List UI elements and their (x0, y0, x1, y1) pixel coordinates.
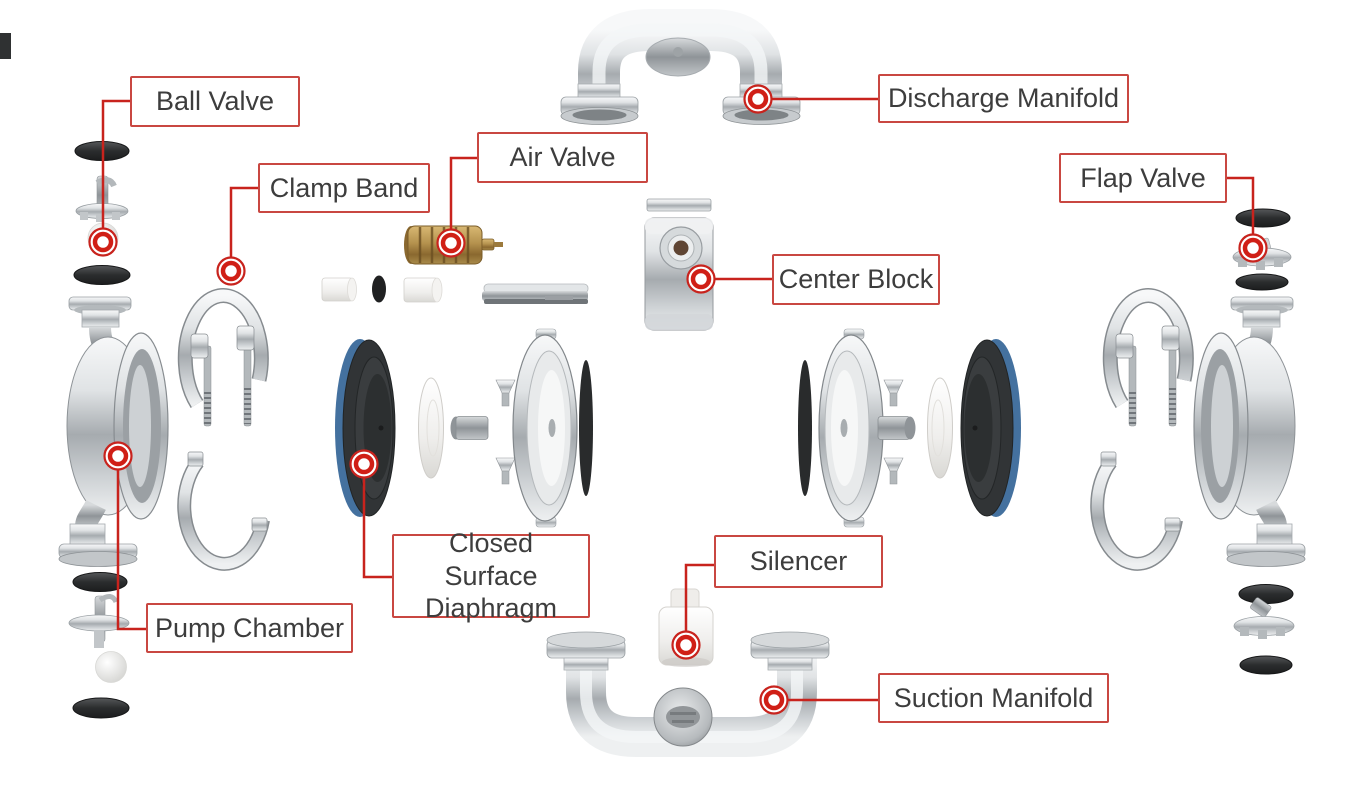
o-ring (1235, 273, 1289, 291)
flap-valve-stack-bottom-right (1233, 584, 1295, 675)
label-suction-manifold: Suction Manifold (878, 673, 1109, 723)
o-ring (1239, 655, 1293, 675)
marker-flap-valve (1238, 233, 1268, 263)
back-diaphragm-right (798, 360, 812, 496)
leader-air-valve (449, 156, 477, 229)
o-ring (1238, 584, 1294, 604)
clamp-band-lower-left (177, 451, 270, 571)
label-silencer: Silencer (714, 535, 883, 588)
valve-ball (95, 651, 127, 683)
o-ring (72, 572, 128, 592)
leader-lines (101, 97, 1255, 702)
leader-pump-chamber (116, 470, 146, 631)
air-valve-slide-plate (482, 283, 589, 304)
marker-pump-chamber (103, 441, 133, 471)
o-ring (73, 265, 131, 285)
edge-artifact (0, 33, 11, 59)
label-clamp-band: Clamp Band (258, 163, 430, 213)
closed-surface-diaphragm-right-part (960, 339, 1021, 517)
label-pump-chamber: Pump Chamber (146, 603, 353, 653)
diaphragm-screws-right (883, 379, 904, 485)
leader-clamp-band (229, 186, 258, 257)
pump-chamber-left-part (58, 296, 169, 567)
marker-closed-surface-diaphragm (349, 449, 379, 479)
discharge-manifold-part (560, 8, 801, 125)
marker-air-valve (436, 228, 466, 258)
air-chamber-cover-right (818, 328, 884, 528)
label-closed-surface-diaphragm: Closed Surface Diaphragm (392, 528, 590, 623)
o-ring (1235, 208, 1291, 228)
leader-silencer (684, 563, 714, 631)
o-ring (72, 697, 130, 719)
part-markers (88, 84, 1268, 715)
piston-right (877, 416, 916, 440)
leader-flap-valve (1227, 176, 1255, 234)
label-flap-valve: Flap Valve (1059, 153, 1227, 203)
label-discharge-manifold: Discharge Manifold (878, 74, 1129, 123)
suction-manifold-part (546, 631, 830, 757)
label-ball-valve: Ball Valve (130, 76, 300, 127)
marker-suction-manifold (759, 685, 789, 715)
air-valve-small-parts (321, 275, 589, 304)
clamp-band-lower-right (1097, 452, 1180, 564)
air-chamber-cover-left (512, 328, 578, 528)
marker-clamp-band (216, 256, 246, 286)
marker-ball-valve (88, 227, 118, 257)
center-block-part (644, 198, 714, 331)
diaphragm-plate-left (418, 377, 444, 479)
marker-discharge-manifold (743, 84, 773, 114)
diaphragm-screws-left (495, 379, 516, 485)
back-diaphragm-left (579, 360, 593, 496)
ball-valve-stack-bottom-left (68, 572, 130, 719)
clamp-band-upper-right (1110, 295, 1186, 426)
marker-silencer (671, 630, 701, 660)
marker-center-block (686, 264, 716, 294)
clamp-band-upper-left (177, 288, 269, 427)
label-center-block: Center Block (772, 254, 940, 305)
diaphragm-plate-right (927, 377, 953, 479)
pump-chamber-right-part (1193, 296, 1306, 567)
leader-closed-surface-diaphragm (362, 478, 392, 579)
valve-gasket-disc (372, 275, 386, 303)
leader-ball-valve (101, 99, 130, 228)
label-air-valve: Air Valve (477, 132, 648, 183)
piston-left (450, 416, 489, 440)
